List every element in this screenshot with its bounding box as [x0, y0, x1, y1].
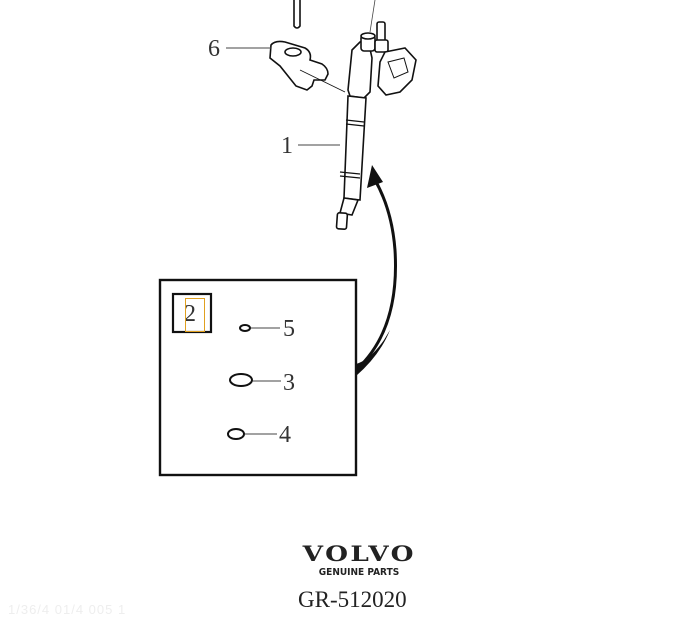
- part-number: GR-512020: [298, 587, 407, 612]
- kit-label-box: [171, 292, 213, 334]
- volvo-logo: VOLVO GENUINE PARTS: [296, 541, 422, 578]
- callout-6: 6: [208, 36, 220, 62]
- callout-2: 2: [184, 301, 196, 327]
- bolt-icon: [293, 0, 301, 29]
- callout-1: 1: [281, 133, 293, 159]
- injector-icon: [335, 21, 417, 230]
- callout-3: 3: [283, 370, 295, 396]
- brand-name: VOLVO: [302, 541, 416, 566]
- oring-medium-icon: [227, 428, 245, 440]
- watermark: 1/36/4 01/4 005 1: [8, 602, 127, 617]
- arrow-icon: [354, 165, 397, 376]
- oring-large-icon: [229, 373, 253, 387]
- oring-small-icon: [239, 324, 251, 332]
- clamp-icon: [269, 40, 346, 93]
- callout-4: 4: [279, 422, 291, 448]
- callout-5: 5: [283, 316, 295, 342]
- seal-kit-box: [158, 278, 358, 477]
- brand-subtitle: GENUINE PARTS: [318, 567, 400, 578]
- selection-highlight: [185, 298, 205, 332]
